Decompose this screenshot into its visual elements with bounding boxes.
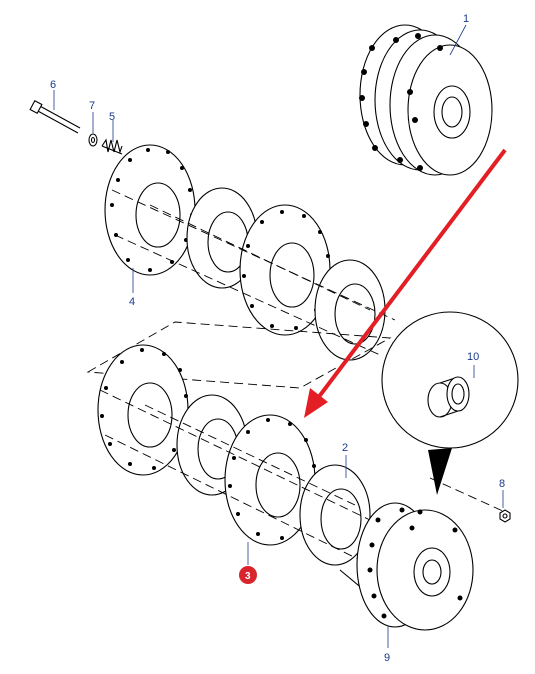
drive-hub-part-9 [339, 502, 474, 631]
callout-9: 9 [384, 652, 390, 664]
separator-ring-upper-2 [314, 259, 386, 361]
bushing-part-10 [427, 376, 470, 418]
separator-ring-part-2 [299, 464, 371, 566]
callout-4: 4 [129, 296, 135, 308]
assembled-hub-part-1 [359, 24, 493, 176]
friction-plate-lower-1 [97, 344, 189, 476]
upper-stack-axis-lines [111, 189, 396, 356]
nut-part-8 [499, 509, 511, 523]
friction-plate-upper-2 [239, 204, 331, 336]
callout-10: 10 [467, 351, 479, 363]
callout-3-badge [239, 566, 257, 584]
spring-part-5 [101, 138, 123, 155]
callout-7: 7 [89, 100, 95, 112]
nut-guide-line [429, 477, 506, 513]
callout-1: 1 [463, 13, 469, 25]
lower-stack-axis-lines [99, 389, 371, 561]
callout-3: 3 [245, 571, 251, 582]
assembly-boundary [86, 321, 392, 389]
friction-plate-part-4 [104, 144, 196, 276]
callout-6: 6 [50, 79, 56, 91]
bolt-part-6 [29, 99, 81, 134]
detail-magnifier [381, 311, 519, 495]
callout-2: 2 [342, 442, 348, 454]
leader-lines [53, 24, 504, 648]
pointer-arrow [304, 148, 507, 418]
callout-8: 8 [499, 478, 505, 490]
washer-part-7 [88, 133, 98, 147]
callout-5: 5 [109, 111, 115, 123]
